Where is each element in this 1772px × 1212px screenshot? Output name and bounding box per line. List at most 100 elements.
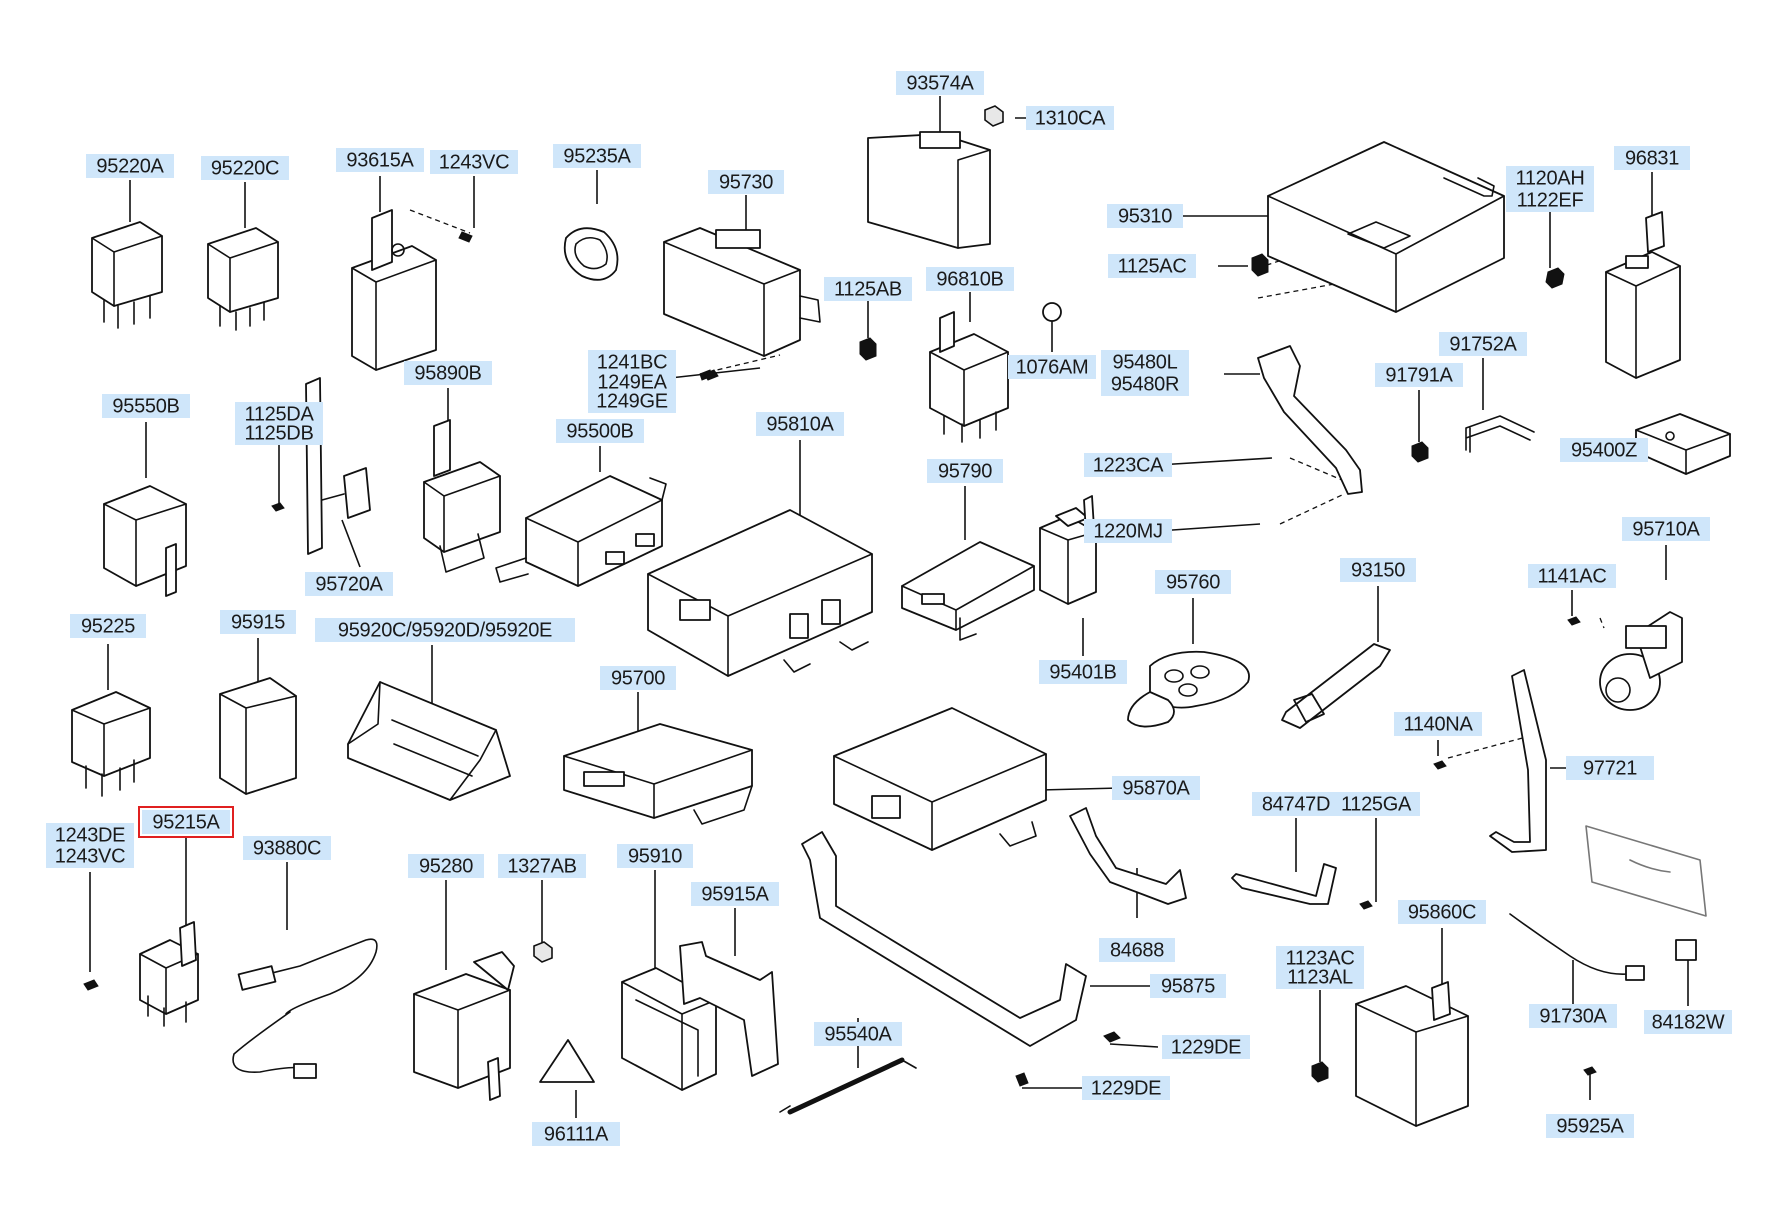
part-label-background [1394,712,1482,736]
screw-1125ga-drawing [1359,900,1373,910]
part-number-text: 1220MJ [1093,520,1162,542]
part-label-95550b[interactable]: 95550B [102,394,190,418]
part-label-1220mj[interactable]: 1220MJ [1084,519,1172,543]
part-label-95790[interactable]: 95790 [927,459,1003,483]
part-label-1125ac[interactable]: 1125AC [1108,254,1196,278]
part-label-93615a[interactable]: 93615A [336,148,424,172]
part-label-1140na[interactable]: 1140NA [1394,712,1482,736]
part-label-background [553,144,641,168]
part-number-text: 1241BC [597,351,667,373]
horn-95710a-drawing [1599,611,1683,711]
part-label-95875[interactable]: 95875 [1150,974,1226,998]
part-label-91752a[interactable]: 91752A [1439,332,1527,356]
part-label-background [1155,570,1231,594]
part-number-text: 95280 [419,855,473,877]
part-number-text: 1223CA [1093,454,1164,476]
part-label-background [1622,517,1710,541]
part-label-1076am[interactable]: 1076AM [1008,355,1096,379]
part-label-91791a[interactable]: 91791A [1375,363,1463,387]
part-label-1249ge[interactable]: 1249GE [588,389,676,413]
part-label-1229de_b[interactable]: 1229DE [1082,1076,1170,1100]
part-label-1223ca[interactable]: 1223CA [1084,453,1172,477]
part-label-95480r[interactable]: 95480R [1101,372,1189,396]
part-label-95870a[interactable]: 95870A [1112,776,1200,800]
part-number-text: 1229DE [1091,1077,1161,1099]
part-number-text: 95860C [1408,901,1476,923]
part-label-84747d[interactable]: 84747D [1252,792,1340,816]
part-label-background [708,170,784,194]
part-label-96111a[interactable]: 96111A [532,1122,620,1146]
part-label-1125ab[interactable]: 1125AB [824,277,912,301]
part-label-1125ga[interactable]: 1125GA [1332,792,1420,816]
part-label-1327ab[interactable]: 1327AB [498,854,586,878]
part-label-95235a[interactable]: 95235A [553,144,641,168]
part-label-95480l[interactable]: 95480L [1101,350,1189,374]
part-label-95225[interactable]: 95225 [70,614,146,638]
relay-95220c-drawing [207,227,279,331]
part-label-97721[interactable]: 97721 [1566,756,1654,780]
part-label-91730a[interactable]: 91730A [1529,1004,1617,1028]
part-label-1141ac[interactable]: 1141AC [1528,564,1616,588]
part-label-1243vc_top[interactable]: 1243VC [430,150,518,174]
part-label-95730[interactable]: 95730 [708,170,784,194]
part-label-95890b[interactable]: 95890B [404,361,492,385]
part-label-93150[interactable]: 93150 [1340,558,1416,582]
part-number-text: 95310 [1118,205,1172,227]
part-label-background [46,823,134,847]
part-label-1243de[interactable]: 1243DE [46,823,134,847]
part-label-95760[interactable]: 95760 [1155,570,1231,594]
part-label-95720a[interactable]: 95720A [305,572,393,596]
wire-95540a-drawing [779,1057,917,1115]
part-label-95915[interactable]: 95915 [220,610,296,634]
part-label-background [1340,558,1416,582]
part-label-95710a[interactable]: 95710A [1622,517,1710,541]
part-label-95910[interactable]: 95910 [617,844,693,868]
part-label-95500b[interactable]: 95500B [556,419,644,443]
part-number-text: 95400Z [1571,439,1637,461]
part-label-1310ca[interactable]: 1310CA [1026,106,1114,130]
part-label-93574a[interactable]: 93574A [896,71,984,95]
part-label-84688[interactable]: 84688 [1099,938,1175,962]
part-label-95540a[interactable]: 95540A [814,1022,902,1046]
screw-1140na-drawing [1433,760,1447,770]
part-label-95220c[interactable]: 95220C [201,156,289,180]
part-label-background [1082,1076,1170,1100]
part-label-95700[interactable]: 95700 [600,666,676,690]
part-label-1122ef[interactable]: 1122EF [1506,188,1594,212]
part-number-text: 91791A [1385,364,1453,386]
part-number-text: 84182W [1652,1011,1725,1033]
part-label-96810b[interactable]: 96810B [926,267,1014,291]
part-label-95810a[interactable]: 95810A [756,412,844,436]
part-label-95860c[interactable]: 95860C [1398,900,1486,924]
screw-95925a-drawing [1583,1066,1597,1076]
bracket-97721-drawing [1489,669,1547,853]
part-label-95310[interactable]: 95310 [1107,204,1183,228]
part-label-1120ah[interactable]: 1120AH [1506,166,1594,190]
part-label-1123al[interactable]: 1123AL [1276,965,1364,989]
screw-91791a-drawing [1411,441,1429,463]
part-label-1125db[interactable]: 1125DB [235,421,323,445]
part-label-1229de_a[interactable]: 1229DE [1162,1035,1250,1059]
part-label-93880c[interactable]: 93880C [243,836,331,860]
relay-95550b-drawing [103,485,187,597]
part-number-text: 1076AM [1016,356,1089,378]
part-label-96831[interactable]: 96831 [1614,146,1690,170]
part-label-95215a[interactable]: 95215A [138,806,234,838]
part-label-1243vc_bot[interactable]: 1243VC [46,844,134,868]
part-number-text: 1123AC [1286,947,1355,969]
part-number-text: 95480R [1111,373,1179,395]
part-label-background [1644,1010,1732,1034]
part-label-95401b[interactable]: 95401B [1039,660,1127,684]
part-label-95920[interactable]: 95920C/95920D/95920E [315,618,575,642]
part-number-text: 95220C [211,157,279,179]
part-label-84182w[interactable]: 84182W [1644,1010,1732,1034]
module-95401b-drawing [1039,495,1097,605]
part-label-95280[interactable]: 95280 [408,854,484,878]
module-95700-drawing [563,723,753,825]
part-label-95925a[interactable]: 95925A [1546,1114,1634,1138]
part-label-95220a[interactable]: 95220A [86,154,174,178]
part-label-95400z[interactable]: 95400Z [1560,438,1648,462]
part-label-background [1375,363,1463,387]
part-label-95915a[interactable]: 95915A [691,882,779,906]
